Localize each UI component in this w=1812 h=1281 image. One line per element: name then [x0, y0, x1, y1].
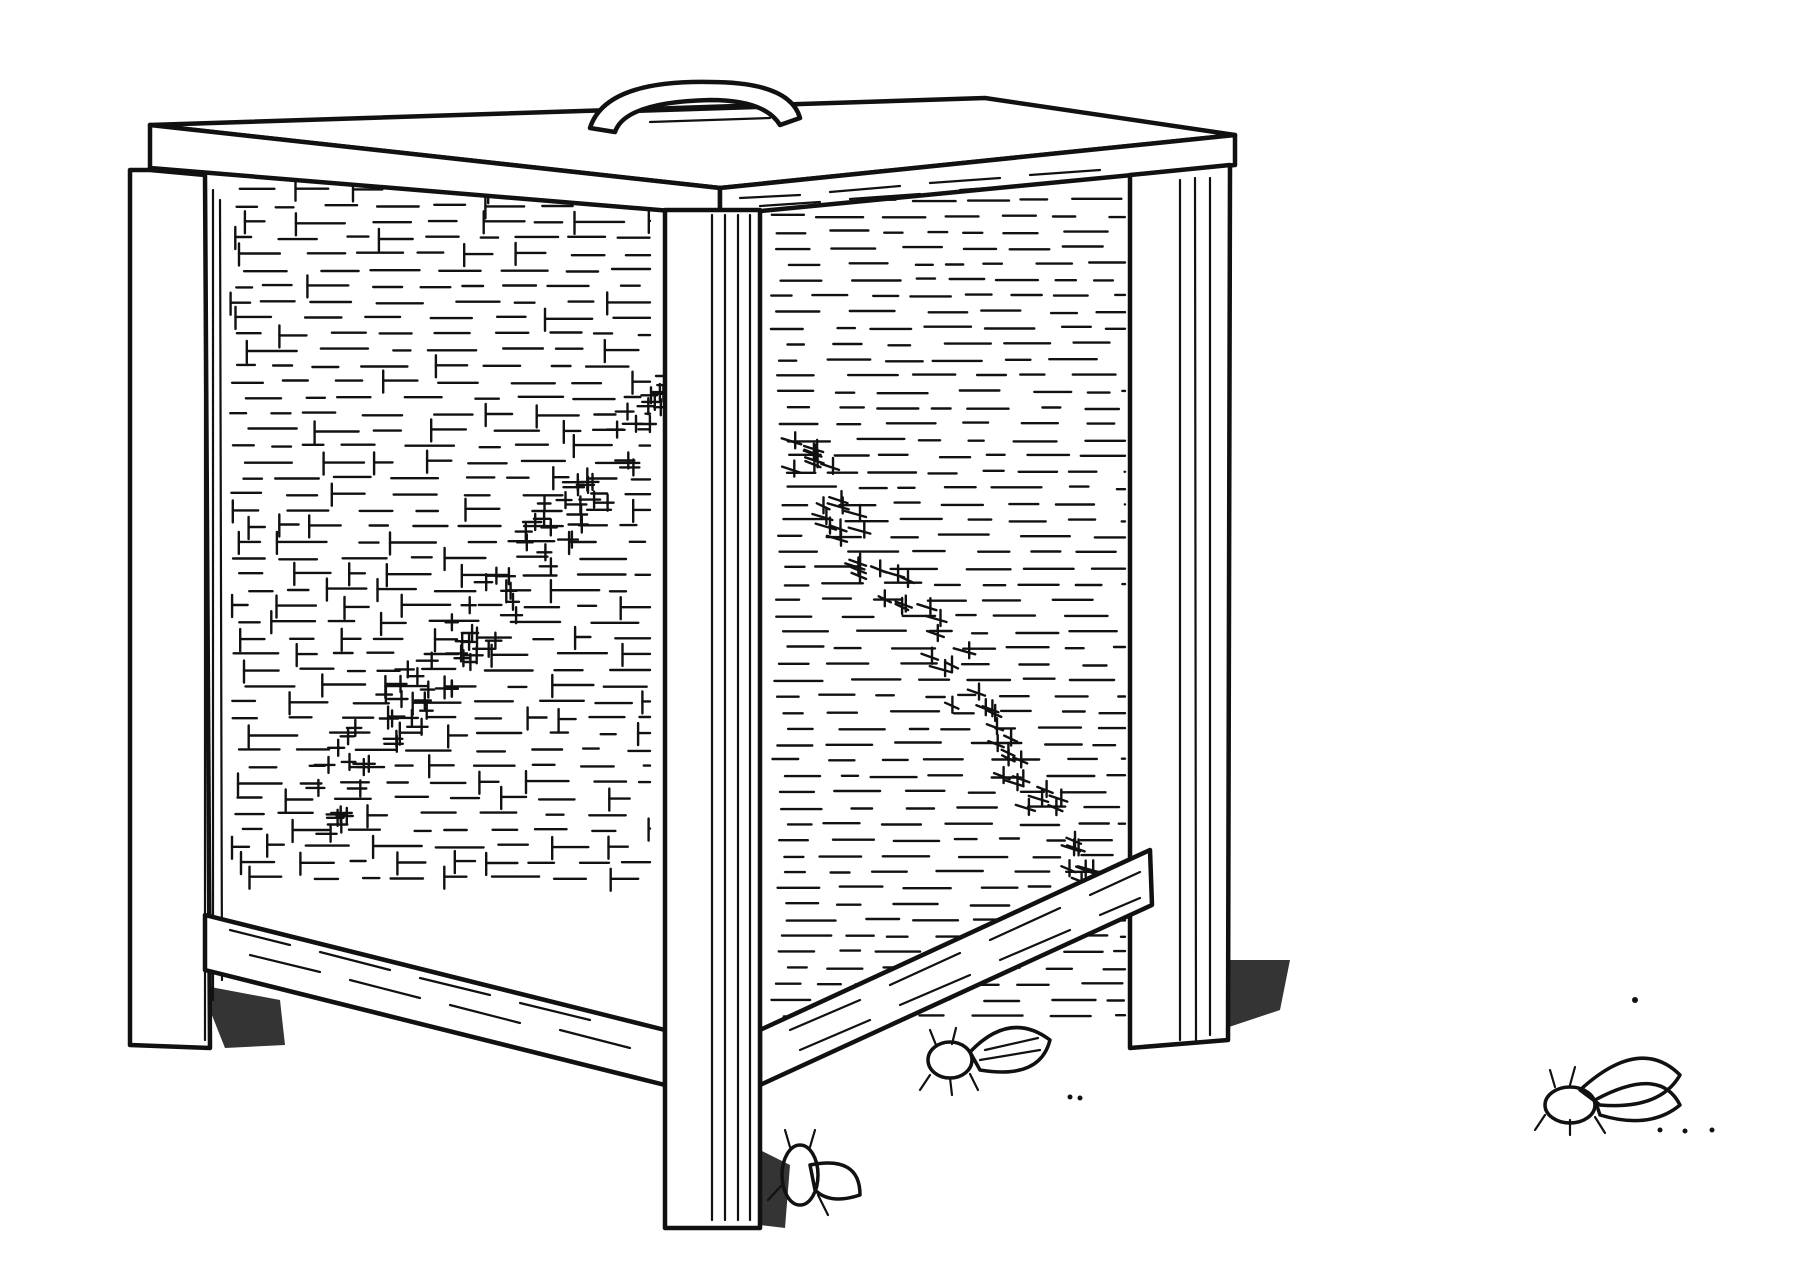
fly-on-ground-right — [1533, 1056, 1682, 1137]
fly-on-ground-center — [918, 1025, 1052, 1097]
funnel-cone — [305, 366, 1101, 890]
mesh-right-panel — [769, 197, 1127, 1019]
bottom-rail-right — [757, 847, 1155, 1088]
mesh-left-panel — [229, 177, 652, 892]
leg-back-right — [1127, 162, 1233, 1051]
leg-front-corner — [662, 207, 763, 1231]
ground-dots — [1067, 997, 1715, 1134]
leg-back-left — [127, 167, 224, 1051]
cage-lid — [147, 95, 1238, 218]
lid-handle — [587, 79, 803, 135]
fly-under-cage — [766, 1128, 862, 1217]
